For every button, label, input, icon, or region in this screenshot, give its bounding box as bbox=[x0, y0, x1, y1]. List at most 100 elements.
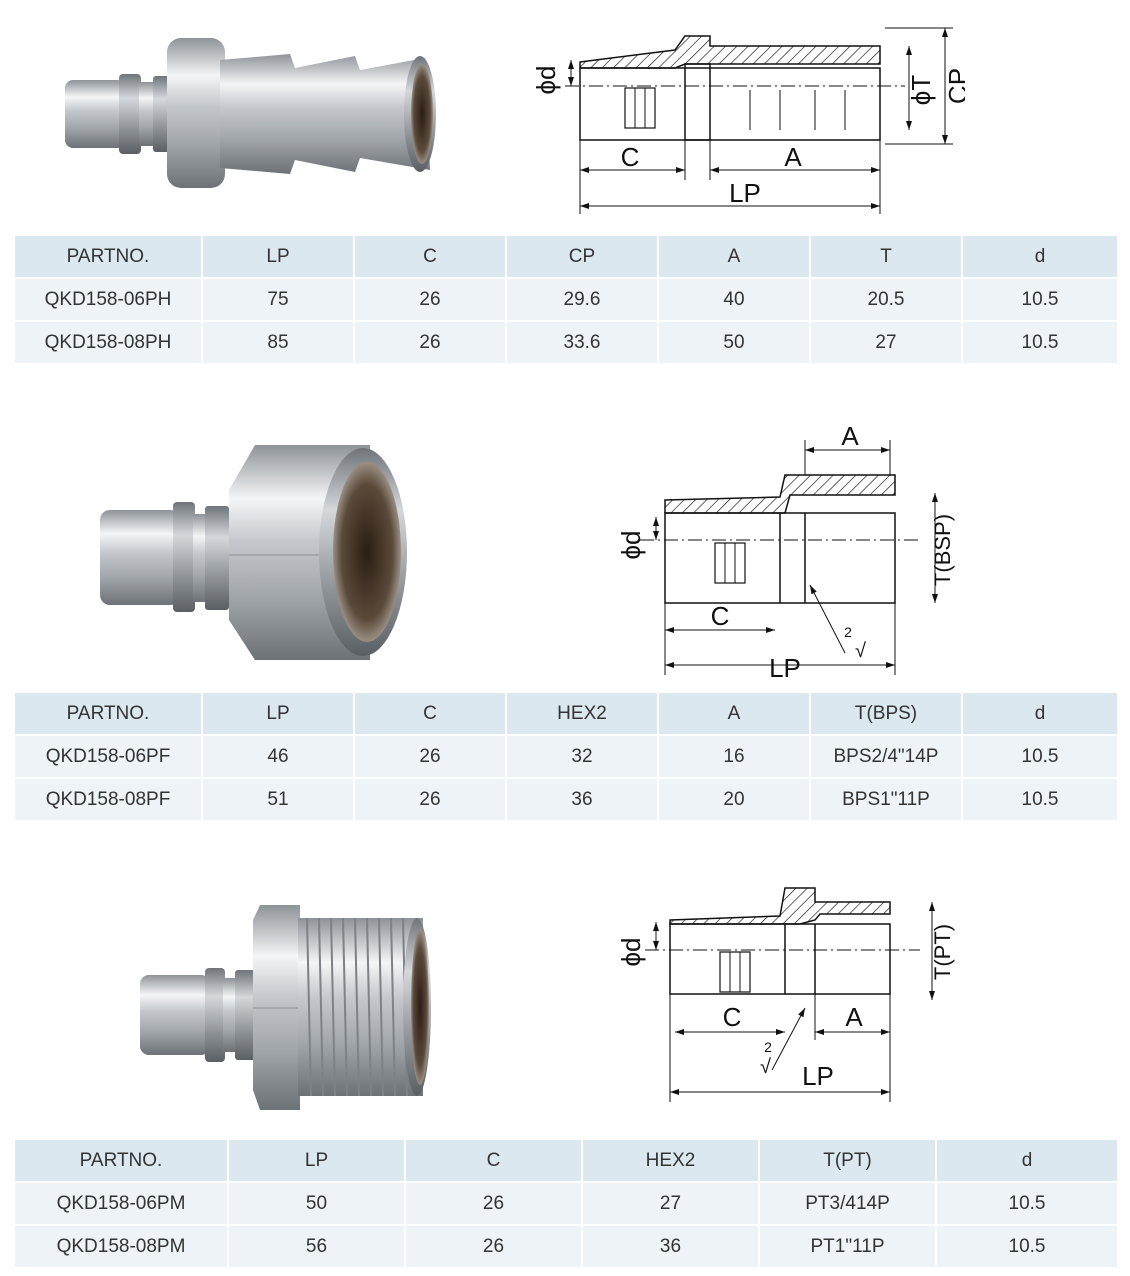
table-cell: PT1"11P bbox=[760, 1224, 935, 1267]
product-section-female-thread: ϕd A T(BSP) C LP 2 √ PARTNO. LP C HEX2 A… bbox=[0, 420, 1130, 820]
surface-finish-symbol: √ bbox=[855, 640, 866, 662]
table-cell: 26 bbox=[355, 277, 505, 320]
table-cell: 10.5 bbox=[937, 1181, 1117, 1224]
table-cell: 27 bbox=[583, 1181, 758, 1224]
diagram-label-lp: LP bbox=[802, 1061, 834, 1091]
table-cell: 27 bbox=[811, 320, 961, 363]
table-row: QKD158-08PM 56 26 36 PT1"11P 10.5 bbox=[15, 1224, 1117, 1267]
table-header-cell: LP bbox=[229, 1140, 404, 1181]
table-cell: 75 bbox=[203, 277, 353, 320]
diagram-label-t: T(PT) bbox=[930, 924, 955, 980]
table-header-cell: CP bbox=[507, 236, 657, 277]
diagram-label-d: ϕd bbox=[531, 65, 561, 94]
table-cell: 32 bbox=[507, 734, 657, 777]
table-cell: 50 bbox=[229, 1181, 404, 1224]
table-row: QKD158-06PM 50 26 27 PT3/414P 10.5 bbox=[15, 1181, 1117, 1224]
table-header-cell: PARTNO. bbox=[15, 693, 201, 734]
table-cell: 20.5 bbox=[811, 277, 961, 320]
table-cell: 26 bbox=[355, 777, 505, 820]
table-header-row: PARTNO. LP C CP A T d bbox=[15, 236, 1117, 277]
table-cell: 56 bbox=[229, 1224, 404, 1267]
male-thread-plug-diagram: ϕd T(PT) C A LP 2 √ bbox=[616, 887, 955, 1102]
table-cell: 50 bbox=[659, 320, 809, 363]
table-header-cell: d bbox=[937, 1140, 1117, 1181]
table-header-row: PARTNO. LP C HEX2 T(PT) d bbox=[15, 1140, 1117, 1181]
table-cell: 36 bbox=[583, 1224, 758, 1267]
table-row: QKD158-08PH 85 26 33.6 50 27 10.5 bbox=[15, 320, 1117, 363]
table-cell: QKD158-08PF bbox=[15, 777, 201, 820]
table-cell: 10.5 bbox=[963, 320, 1117, 363]
table-header-cell: PARTNO. bbox=[15, 236, 201, 277]
table-cell: 16 bbox=[659, 734, 809, 777]
hose-barb-plug-diagram: ϕd ϕT CP CP C A LP bbox=[531, 27, 965, 214]
table-header-cell: C bbox=[406, 1140, 581, 1181]
diagram-label-lp: LP bbox=[729, 178, 761, 208]
table-cell: 10.5 bbox=[963, 734, 1117, 777]
spec-table-hose-barb: PARTNO. LP C CP A T d QKD158-06PH 75 26 … bbox=[13, 236, 1119, 363]
female-thread-plug-diagram: ϕd A T(BSP) C LP 2 √ bbox=[616, 425, 955, 680]
table-row: QKD158-08PF 51 26 36 20 BPS1"11P 10.5 bbox=[15, 777, 1117, 820]
diagram-label-cp-visible: CP bbox=[943, 68, 965, 104]
table-cell: BPS1"11P bbox=[811, 777, 961, 820]
table-row: QKD158-06PH 75 26 29.6 40 20.5 10.5 bbox=[15, 277, 1117, 320]
table-header-row: PARTNO. LP C HEX2 A T(BPS) d bbox=[15, 693, 1117, 734]
diagram-label-t: ϕT bbox=[906, 75, 936, 106]
table-header-cell: T(BPS) bbox=[811, 693, 961, 734]
table-cell: 26 bbox=[355, 320, 505, 363]
table-cell: 20 bbox=[659, 777, 809, 820]
diagram-label-d: ϕd bbox=[616, 937, 646, 966]
table-cell: 10.5 bbox=[963, 277, 1117, 320]
surface-finish-symbol: √ bbox=[760, 1056, 771, 1078]
table-header-cell: T bbox=[811, 236, 961, 277]
table-cell: 10.5 bbox=[963, 777, 1117, 820]
table-row: QKD158-06PF 46 26 32 16 BPS2/4"14P 10.5 bbox=[15, 734, 1117, 777]
diagram-label-hex: 2 bbox=[764, 1039, 772, 1055]
table-cell: 85 bbox=[203, 320, 353, 363]
table-cell: 26 bbox=[406, 1181, 581, 1224]
table-cell: 10.5 bbox=[937, 1224, 1117, 1267]
table-cell: QKD158-06PH bbox=[15, 277, 201, 320]
table-cell: QKD158-08PM bbox=[15, 1224, 227, 1267]
spec-table-female-thread: PARTNO. LP C HEX2 A T(BPS) d QKD158-06PF… bbox=[13, 693, 1119, 820]
product-section-male-thread: ϕd T(PT) C A LP 2 √ PARTNO. LP C HEX2 T(… bbox=[0, 880, 1130, 1270]
table-header-cell: LP bbox=[203, 236, 353, 277]
table-cell: 33.6 bbox=[507, 320, 657, 363]
diagram-label-c: C bbox=[621, 142, 640, 172]
product-section-hose-barb: ϕd ϕT CP CP C A LP PARTNO. LP C CP A T d… bbox=[0, 0, 1130, 365]
diagram-label-a: A bbox=[784, 142, 802, 172]
table-header-cell: PARTNO. bbox=[15, 1140, 227, 1181]
table-cell: BPS2/4"14P bbox=[811, 734, 961, 777]
table-header-cell: C bbox=[355, 693, 505, 734]
table-header-cell: C bbox=[355, 236, 505, 277]
diagram-label-hex: 2 bbox=[844, 624, 852, 640]
table-cell: QKD158-06PM bbox=[15, 1181, 227, 1224]
table-cell: 29.6 bbox=[507, 277, 657, 320]
table-header-cell: T(PT) bbox=[760, 1140, 935, 1181]
table-cell: 40 bbox=[659, 277, 809, 320]
table-header-cell: HEX2 bbox=[507, 693, 657, 734]
table-cell: PT3/414P bbox=[760, 1181, 935, 1224]
male-thread-plug-photo bbox=[140, 905, 431, 1110]
table-cell: QKD158-08PH bbox=[15, 320, 201, 363]
table-cell: 46 bbox=[203, 734, 353, 777]
diagram-label-lp: LP bbox=[769, 653, 801, 680]
table-cell: 51 bbox=[203, 777, 353, 820]
table-cell: 26 bbox=[355, 734, 505, 777]
diagram-label-t: T(BSP) bbox=[930, 514, 955, 586]
table-header-cell: d bbox=[963, 693, 1117, 734]
table-header-cell: A bbox=[659, 236, 809, 277]
female-thread-plug-photo bbox=[100, 445, 407, 660]
diagram-label-c: C bbox=[723, 1002, 742, 1032]
table-header-cell: LP bbox=[203, 693, 353, 734]
table-header-cell: d bbox=[963, 236, 1117, 277]
diagram-label-a: A bbox=[845, 1002, 863, 1032]
table-cell: 36 bbox=[507, 777, 657, 820]
hose-barb-plug-photo bbox=[65, 38, 436, 188]
table-header-cell: HEX2 bbox=[583, 1140, 758, 1181]
diagram-label-c: C bbox=[711, 601, 730, 631]
table-cell: 26 bbox=[406, 1224, 581, 1267]
table-cell: QKD158-06PF bbox=[15, 734, 201, 777]
diagram-label-a: A bbox=[841, 425, 859, 451]
diagram-label-d: ϕd bbox=[616, 530, 646, 559]
table-header-cell: A bbox=[659, 693, 809, 734]
